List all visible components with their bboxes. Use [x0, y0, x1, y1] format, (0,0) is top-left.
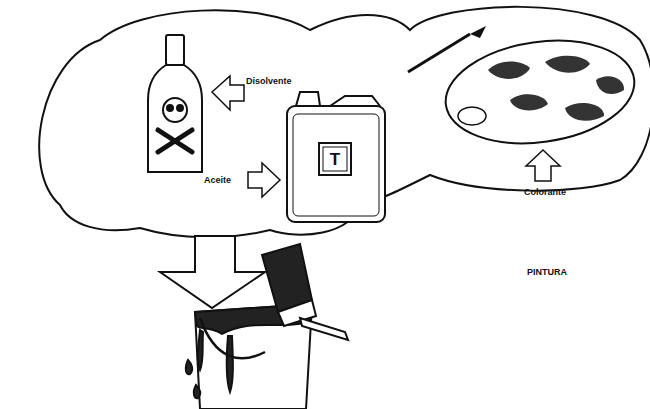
oil-can [287, 92, 385, 222]
can-mark: T [330, 151, 340, 168]
poison-bottle [148, 35, 202, 172]
pointer-arrow [526, 150, 560, 181]
ingredient-label: Aceite [204, 176, 231, 185]
ingredient-label: Colorante [524, 188, 566, 197]
pointer-arrow [212, 76, 244, 110]
product-label: PINTURA [527, 268, 567, 277]
pointer-arrow [248, 163, 280, 197]
thought-cloud [39, 7, 650, 237]
ingredient-label: Disolvente [246, 77, 292, 86]
paint-bucket [186, 244, 348, 409]
paint-palette [408, 26, 641, 155]
flow-arrow [160, 236, 265, 308]
